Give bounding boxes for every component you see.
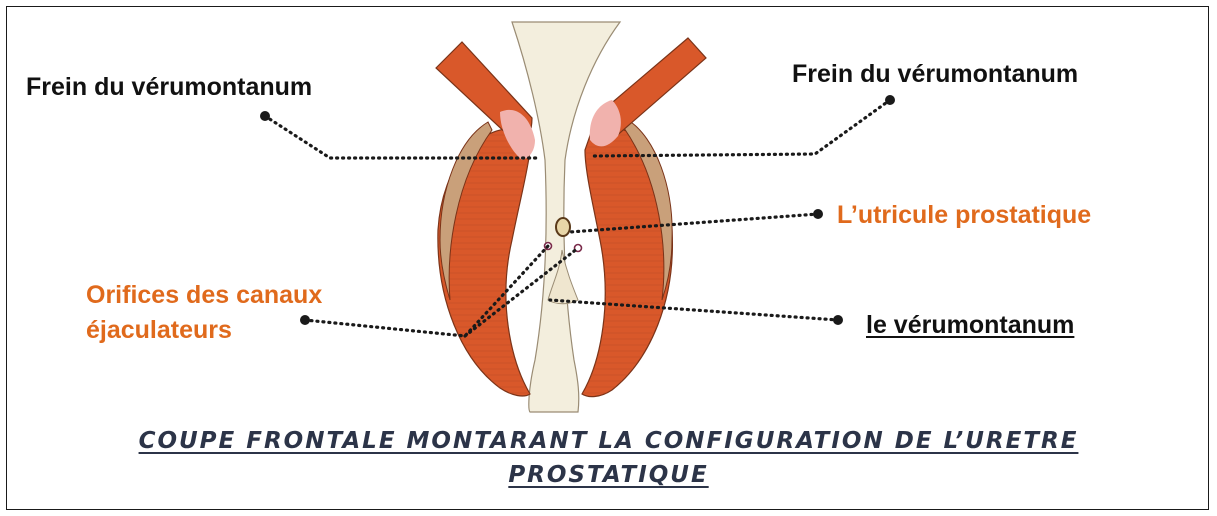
dot-frein-right [885, 95, 895, 105]
leader-orifices-a [305, 246, 548, 336]
label-frein-right: Frein du vérumontanum [792, 59, 1078, 89]
leader-verumontanum [550, 300, 838, 320]
utricle-opening [556, 218, 570, 236]
label-verumontanum: le vérumontanum [866, 310, 1074, 340]
dot-frein-left [260, 111, 270, 121]
figure-caption-line2: PROSTATIQUE [0, 462, 1217, 488]
label-utricule: L’utricule prostatique [837, 200, 1091, 230]
label-orifices-line2: éjaculateurs [86, 315, 232, 345]
label-orifices-line1: Orifices des canaux [86, 280, 322, 310]
lobe-left-fibers [438, 129, 530, 396]
figure-caption-line1: COUPE FRONTALE MONTARANT LA CONFIGURATIO… [0, 428, 1217, 454]
dot-utricule [813, 209, 823, 219]
label-frein-left: Frein du vérumontanum [26, 72, 312, 102]
dot-orifices [300, 315, 310, 325]
dot-verumontanum [833, 315, 843, 325]
